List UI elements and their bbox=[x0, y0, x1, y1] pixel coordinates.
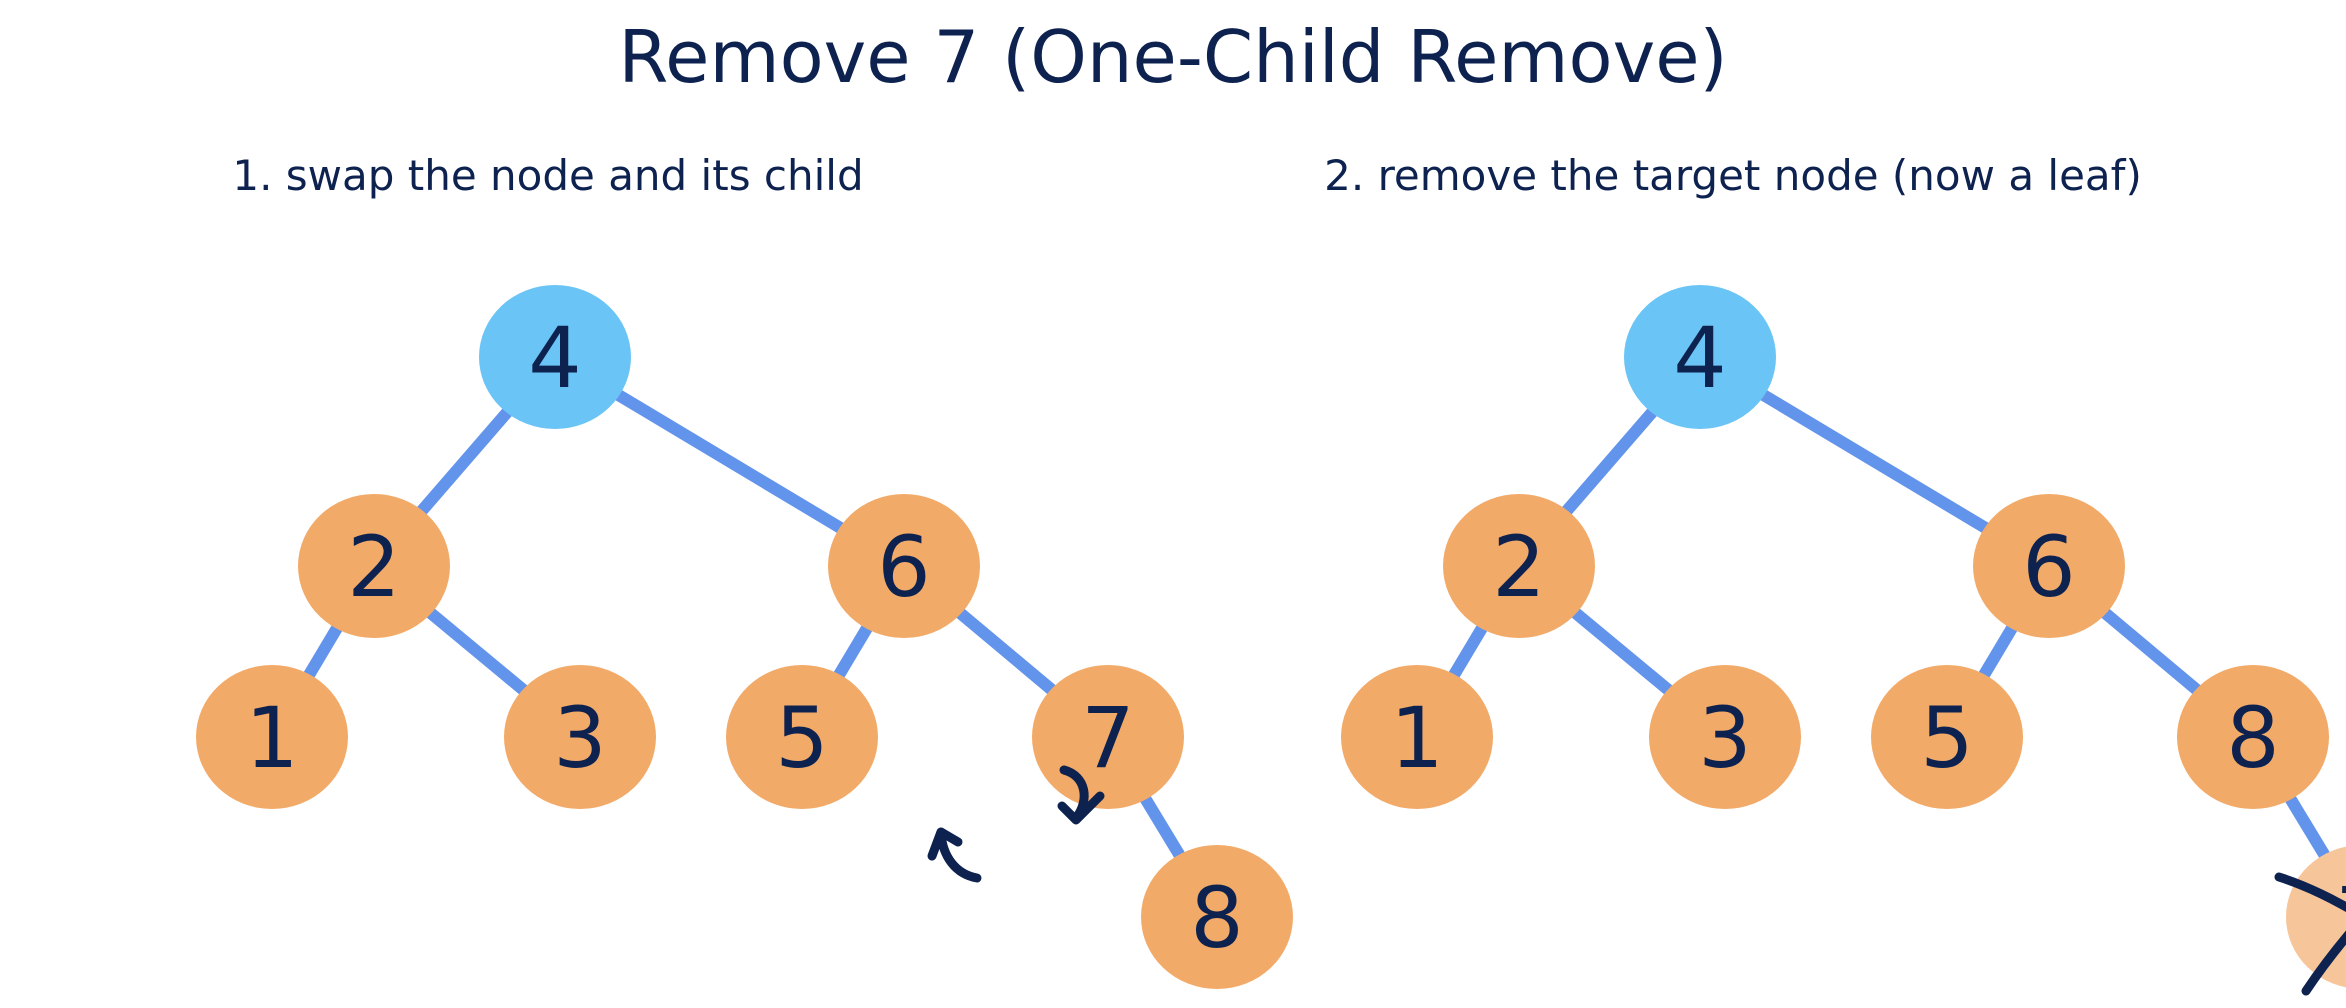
node-label: 6 bbox=[877, 518, 930, 616]
swap-down-arrowhead-icon bbox=[1057, 791, 1105, 825]
tree-node: 5 bbox=[1871, 665, 2023, 809]
node-label: 2 bbox=[1492, 518, 1545, 616]
tree-node: 7 bbox=[2286, 846, 2346, 988]
node-label: 1 bbox=[245, 689, 298, 787]
node-label: 2 bbox=[347, 518, 400, 616]
tree-node: 3 bbox=[1649, 665, 1801, 809]
node-circle bbox=[2177, 665, 2329, 809]
node-label: 8 bbox=[1190, 869, 1243, 967]
tree-node: 4 bbox=[479, 285, 631, 429]
node-label: 8 bbox=[2226, 689, 2279, 787]
diagram-title: Remove 7 (One-Child Remove) bbox=[618, 15, 1727, 99]
edges bbox=[1411, 351, 2346, 903]
node-circle bbox=[1649, 665, 1801, 809]
panel-subtitle: 1. swap the node and its child bbox=[232, 151, 863, 200]
swap-up-arrowhead-icon bbox=[927, 827, 963, 861]
tree-node: 5 bbox=[726, 665, 878, 809]
tree-node: 4 bbox=[1624, 285, 1776, 429]
tree-node: 2 bbox=[298, 494, 450, 638]
node-circle bbox=[298, 494, 450, 638]
nodes: 4 2 6 1 3 5 78 bbox=[196, 285, 1293, 989]
tree-node: 7 bbox=[1032, 665, 1184, 809]
node-label: 4 bbox=[528, 309, 581, 407]
node-label: 3 bbox=[1698, 689, 1751, 787]
cross-out-mark bbox=[2274, 872, 2346, 996]
node-circle bbox=[479, 285, 631, 429]
nodes: 4 2 6 1 3 5 87 bbox=[1341, 285, 2346, 988]
node-label: 3 bbox=[553, 689, 606, 787]
swap-arrows bbox=[927, 765, 1105, 883]
node-label: 6 bbox=[2022, 518, 2075, 616]
node-circle bbox=[1443, 494, 1595, 638]
tree-node: 8 bbox=[1141, 845, 1293, 989]
node-circle bbox=[828, 494, 980, 638]
node-circle bbox=[1341, 665, 1493, 809]
tree-node: 6 bbox=[828, 494, 980, 638]
node-label: 5 bbox=[1920, 689, 1973, 787]
tree-node: 3 bbox=[504, 665, 656, 809]
edges bbox=[266, 351, 1223, 921]
node-label: 7 bbox=[2335, 869, 2346, 967]
panel-subtitle: 2. remove the target node (now a leaf) bbox=[1324, 151, 2142, 200]
node-label: 5 bbox=[775, 689, 828, 787]
node-label: 1 bbox=[1390, 689, 1443, 787]
tree-node: 1 bbox=[1341, 665, 1493, 809]
cross-stroke-icon bbox=[2274, 872, 2346, 913]
node-label: 4 bbox=[1673, 309, 1726, 407]
cross-stroke-icon bbox=[2301, 930, 2346, 996]
panel-remove: 2. remove the target node (now a leaf) 4 2… bbox=[1324, 151, 2346, 996]
tree-node: 1 bbox=[196, 665, 348, 809]
node-circle bbox=[1624, 285, 1776, 429]
node-circle bbox=[1141, 845, 1293, 989]
node-label: 7 bbox=[1081, 689, 1134, 787]
node-circle bbox=[1973, 494, 2125, 638]
node-circle bbox=[504, 665, 656, 809]
node-circle bbox=[1871, 665, 2023, 809]
tree-node: 8 bbox=[2177, 665, 2329, 809]
node-circle bbox=[196, 665, 348, 809]
tree-node: 2 bbox=[1443, 494, 1595, 638]
tree-node: 6 bbox=[1973, 494, 2125, 638]
node-circle bbox=[726, 665, 878, 809]
panel-swap: 1. swap the node and its child 4 2 6 1 3 5 78 bbox=[196, 151, 1293, 989]
